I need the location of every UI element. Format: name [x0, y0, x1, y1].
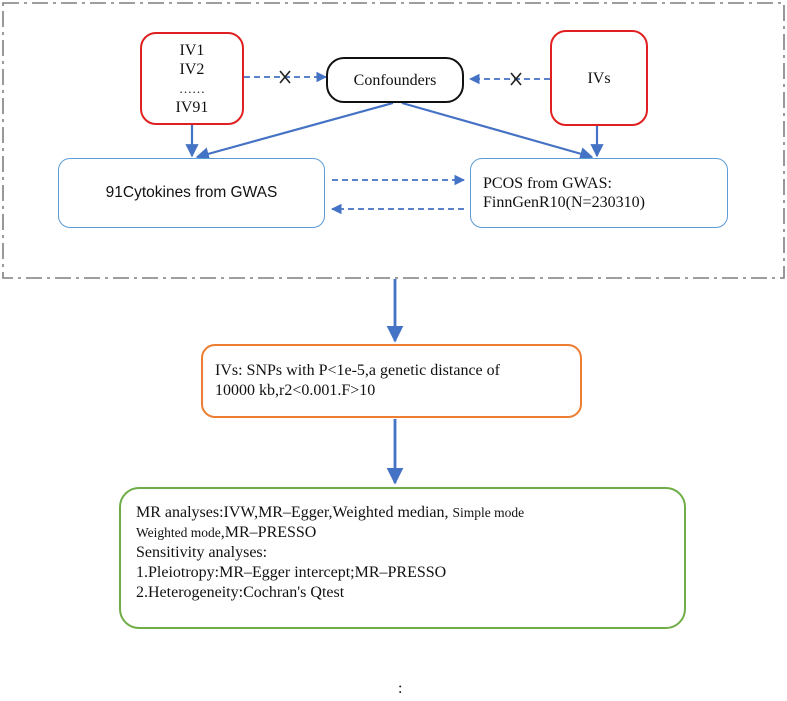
iv-list-line-1: IV1: [179, 41, 205, 59]
iv-criteria-line-2: 10000 kb,r2<0.001.F>10: [215, 382, 376, 399]
confounders-to-pcos-arrow: [401, 101, 594, 161]
sensitivity-title: Sensitivity analyses:: [136, 544, 268, 561]
mr-methods-simple-mode: Simple mode: [452, 505, 525, 520]
iv-list-ellipsis: ……: [179, 80, 205, 96]
iv-list-box: IV1 IV2 …… IV91: [140, 32, 244, 125]
study-frame: [2, 2, 785, 279]
blocked-cross-icon-right: [510, 72, 522, 86]
confounders-box: Confounders: [326, 57, 464, 103]
heterogeneity-line: 2.Heterogeneity:Cochran's Qtest: [136, 584, 345, 601]
mr-methods-weighted-mode: Weighted mode: [136, 525, 221, 540]
cytokines-box: 91Cytokines from GWAS: [58, 158, 325, 228]
mr-methods-presso: ,MR–PRESSO: [220, 524, 317, 541]
iv-criteria-box: IVs: SNPs with P<1e-5,a genetic distance…: [201, 344, 582, 418]
ivs-box: IVs: [550, 30, 648, 126]
footer-mark: :: [398, 680, 403, 697]
ivs-label: IVs: [587, 69, 611, 87]
confounders-to-cytokines-arrow: [195, 101, 394, 161]
pleiotropy-line: 1.Pleiotropy:MR–Egger intercept;MR–PRESS…: [136, 564, 447, 581]
iv-list-line-4: IV91: [175, 98, 209, 116]
mr-methods-main: MR analyses:IVW,MR–Egger,Weighted median…: [136, 504, 453, 521]
mr-methods-line-2: Weighted mode,MR–PRESSO: [136, 523, 684, 543]
mr-analyses-box: MR analyses:IVW,MR–Egger,Weighted median…: [119, 487, 686, 629]
pcos-box: PCOS from GWAS: FinnGenR10(N=230310): [470, 158, 728, 228]
iv-list-line-2: IV2: [179, 60, 205, 78]
cytokines-label: 91Cytokines from GWAS: [105, 184, 278, 201]
confounders-label: Confounders: [353, 71, 437, 89]
pcos-label-line-1: PCOS from GWAS:: [483, 175, 612, 192]
iv-criteria-line-1: IVs: SNPs with P<1e-5,a genetic distance…: [215, 362, 500, 379]
pcos-label-line-2: FinnGenR10(N=230310): [483, 194, 645, 211]
mr-methods-line-1: MR analyses:IVW,MR–Egger,Weighted median…: [136, 503, 684, 523]
blocked-cross-icon-left: [279, 70, 291, 84]
